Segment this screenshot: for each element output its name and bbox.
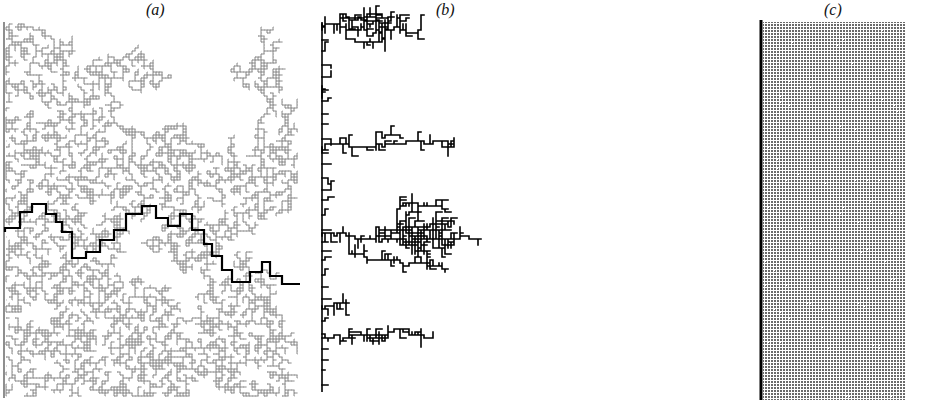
dense-pattern (761, 20, 906, 400)
panel-label: (a) (144, 1, 167, 19)
filled-region (763, 22, 906, 400)
percolation-cluster (4, 22, 300, 398)
backbone-path (5, 204, 300, 284)
empty-sites (764, 29, 901, 397)
wall-line (760, 20, 763, 400)
panel-label: (b) (434, 1, 457, 19)
cluster-bonds (6, 24, 298, 396)
panel-label: (c) (822, 1, 844, 19)
wall-line (3, 22, 4, 398)
branching-fingers (322, 6, 481, 392)
finger-branches (322, 6, 481, 385)
